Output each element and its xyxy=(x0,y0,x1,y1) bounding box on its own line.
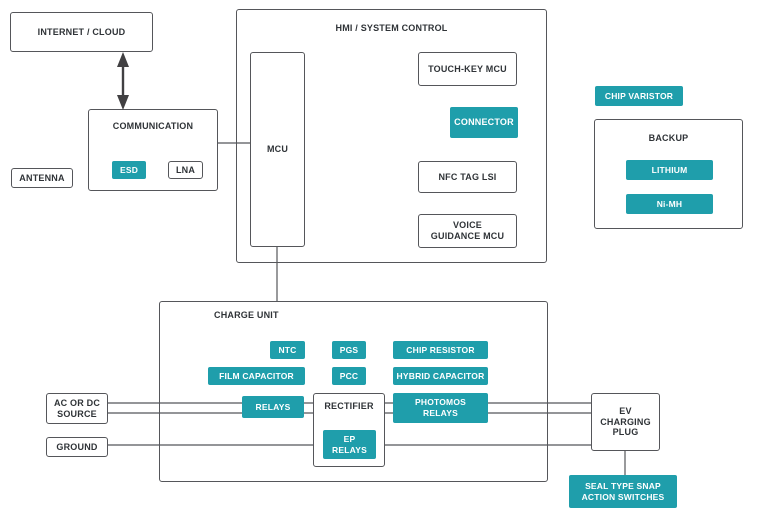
charge-unit-group-box: CHARGE UNIT xyxy=(159,301,548,482)
relays-label: RELAYS xyxy=(255,401,291,412)
hybrid-capacitor-chip: HYBRID CAPACITOR xyxy=(393,367,488,385)
ac-or-dc-source-box: AC OR DC SOURCE xyxy=(46,393,108,424)
rectifier-label: RECTIFIER xyxy=(324,401,374,411)
pgs-chip: PGS xyxy=(332,341,366,359)
antenna-label: ANTENNA xyxy=(19,172,65,183)
ground-label: GROUND xyxy=(56,441,98,452)
touch-key-mcu-box: TOUCH-KEY MCU xyxy=(418,52,517,86)
charge-unit-label: CHARGE UNIT xyxy=(214,310,279,320)
voice-guidance-mcu-label: VOICE GUIDANCE MCU xyxy=(430,220,505,241)
double-arrow-internet-communication xyxy=(117,52,129,110)
film-capacitor-chip: FILM CAPACITOR xyxy=(208,367,305,385)
lna-box: LNA xyxy=(168,161,203,179)
seal-type-snap-action-switches-label: SEAL TYPE SNAP ACTION SWITCHES xyxy=(581,480,665,502)
voice-guidance-mcu-box: VOICE GUIDANCE MCU xyxy=(418,214,517,248)
ac-or-dc-source-label: AC OR DC SOURCE xyxy=(53,397,101,419)
ground-box: GROUND xyxy=(46,437,108,457)
photomos-relays-chip: PHOTOMOS RELAYS xyxy=(393,393,488,423)
ntc-label: NTC xyxy=(278,344,297,355)
hmi-system-control-group-box: HMI / SYSTEM CONTROL xyxy=(236,9,547,263)
chip-varistor-label: CHIP VARISTOR xyxy=(604,90,674,101)
photomos-relays-label: PHOTOMOS RELAYS xyxy=(414,397,467,418)
antenna-box: ANTENNA xyxy=(11,168,73,188)
connector-chip: CONNECTOR xyxy=(450,107,518,138)
internet-cloud-box: INTERNET / CLOUD xyxy=(10,12,153,52)
nfc-tag-lsi-label: NFC TAG LSI xyxy=(438,171,497,182)
relays-chip: RELAYS xyxy=(242,396,304,418)
backup-label: BACKUP xyxy=(648,133,689,143)
backup-group-box: BACKUP xyxy=(594,119,743,229)
pgs-label: PGS xyxy=(339,344,359,355)
communication-label: COMMUNICATION xyxy=(112,121,194,131)
chip-varistor-chip: CHIP VARISTOR xyxy=(595,86,683,106)
ep-relays-label: EP RELAYS xyxy=(332,433,367,455)
lithium-label: LITHIUM xyxy=(651,164,688,175)
esd-chip: ESD xyxy=(112,161,146,179)
lithium-chip: LITHIUM xyxy=(626,160,713,180)
film-capacitor-label: FILM CAPACITOR xyxy=(219,370,294,381)
hybrid-capacitor-label: HYBRID CAPACITOR xyxy=(396,370,485,381)
ev-charging-plug-label: EV CHARGING PLUG xyxy=(600,405,651,438)
internet-cloud-label: INTERNET / CLOUD xyxy=(37,26,126,37)
ni-mh-label: Ni-MH xyxy=(656,198,683,209)
ntc-chip: NTC xyxy=(270,341,305,359)
lna-label: LNA xyxy=(175,164,196,175)
ep-relays-chip: EP RELAYS xyxy=(323,430,376,459)
communication-group-box: COMMUNICATION xyxy=(88,109,218,191)
chip-resistor-chip: CHIP RESISTOR xyxy=(393,341,488,359)
ni-mh-chip: Ni-MH xyxy=(626,194,713,214)
mcu-label: MCU xyxy=(266,144,289,155)
seal-type-snap-action-switches-chip: SEAL TYPE SNAP ACTION SWITCHES xyxy=(569,475,677,508)
chip-resistor-label: CHIP RESISTOR xyxy=(406,344,475,355)
touch-key-mcu-label: TOUCH-KEY MCU xyxy=(428,63,507,74)
mcu-box: MCU xyxy=(250,52,305,247)
ev-charging-plug-box: EV CHARGING PLUG xyxy=(591,393,660,451)
hmi-system-control-label: HMI / SYSTEM CONTROL xyxy=(335,23,448,33)
nfc-tag-lsi-box: NFC TAG LSI xyxy=(418,161,517,193)
esd-label: ESD xyxy=(119,164,139,175)
connector-label: CONNECTOR xyxy=(454,116,514,127)
pcc-label: PCC xyxy=(339,370,359,381)
pcc-chip: PCC xyxy=(332,367,366,385)
